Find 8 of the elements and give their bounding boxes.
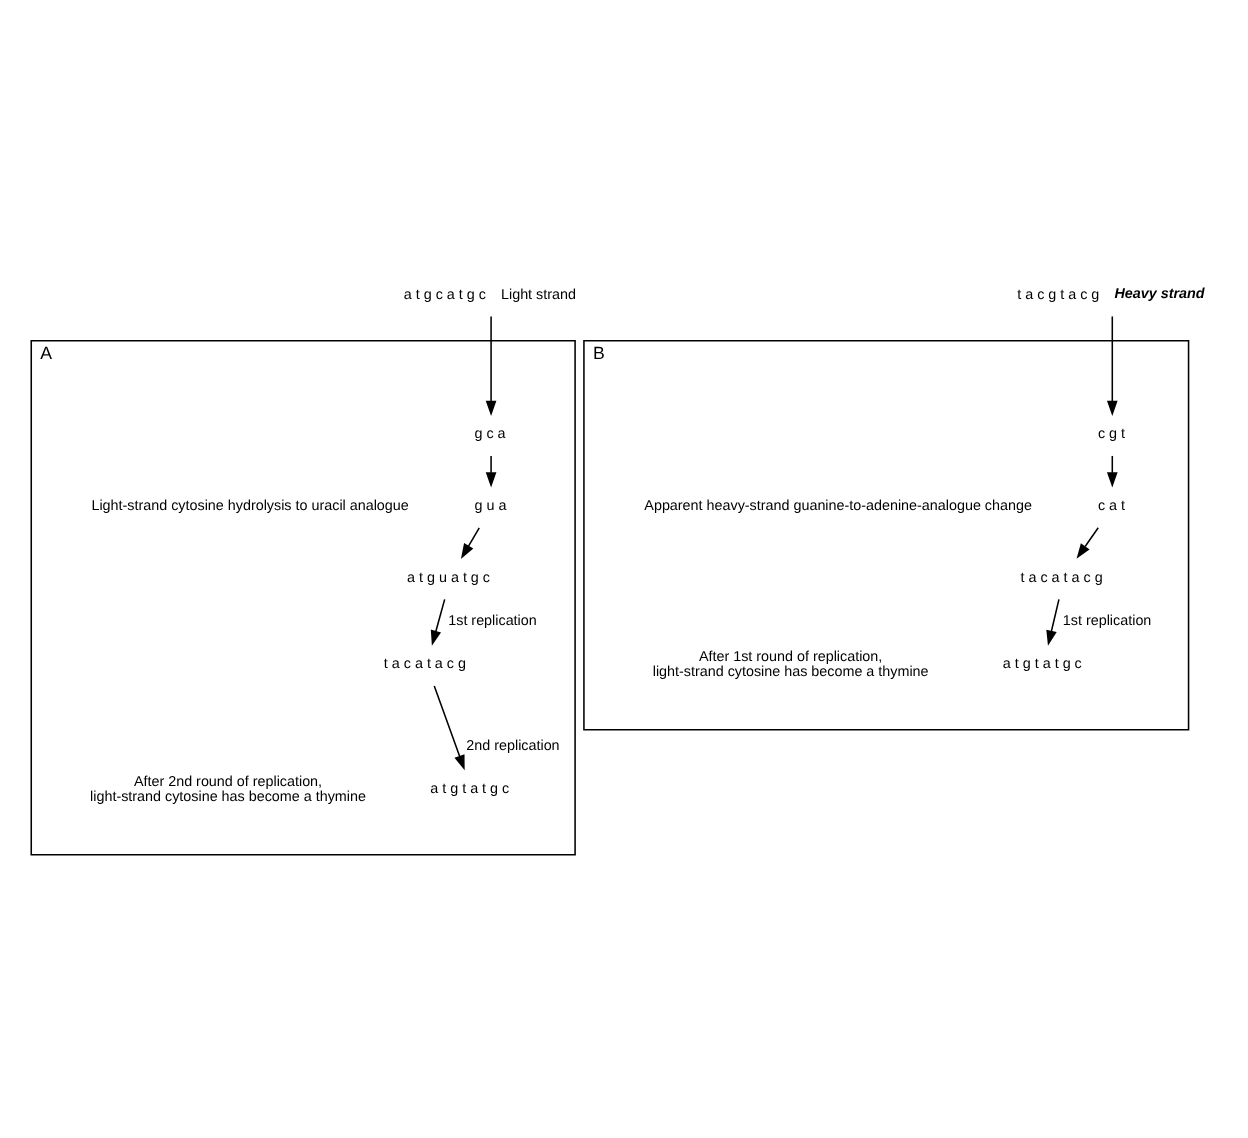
arrow — [433, 685, 465, 771]
arrow — [1046, 598, 1060, 646]
arrow — [485, 315, 497, 416]
arrow — [1106, 315, 1118, 416]
arrow — [430, 598, 446, 646]
arrow — [485, 455, 497, 488]
arrow — [460, 527, 481, 559]
arrow — [1076, 527, 1099, 559]
